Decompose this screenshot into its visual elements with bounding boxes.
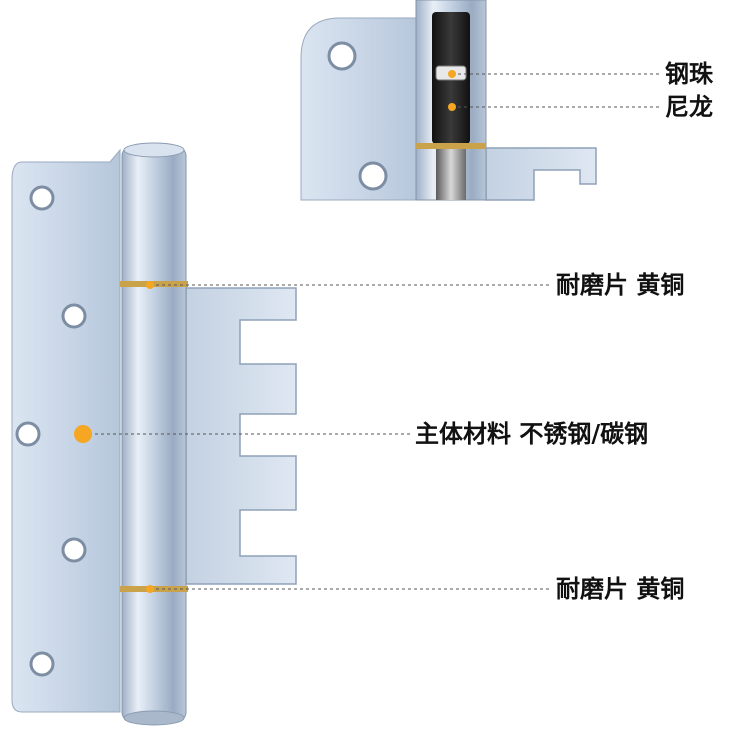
- callout-label-bottom-washer: 耐磨片 黄铜: [556, 574, 685, 603]
- callout-label-nylon: 尼龙: [665, 92, 713, 121]
- callout-label-steel-ball: 钢珠: [665, 59, 713, 88]
- left-leaf-plate: [11, 148, 121, 713]
- right-leaf-wing: [185, 287, 297, 585]
- hinge-pin: [436, 149, 466, 200]
- callout-leaders: [83, 73, 660, 590]
- callout-markers: [74, 70, 456, 593]
- brass-washer-top: [120, 281, 188, 287]
- callout-label-top-washer: 耐磨片 黄铜: [556, 270, 685, 299]
- inset-cutaway-image: [300, 0, 600, 201]
- inset-wing: [485, 147, 597, 201]
- hinge-main: [11, 142, 297, 726]
- callout-label-body-material: 主体材料 不锈钢/碳钢: [415, 419, 649, 448]
- screw-holes: [15, 185, 87, 677]
